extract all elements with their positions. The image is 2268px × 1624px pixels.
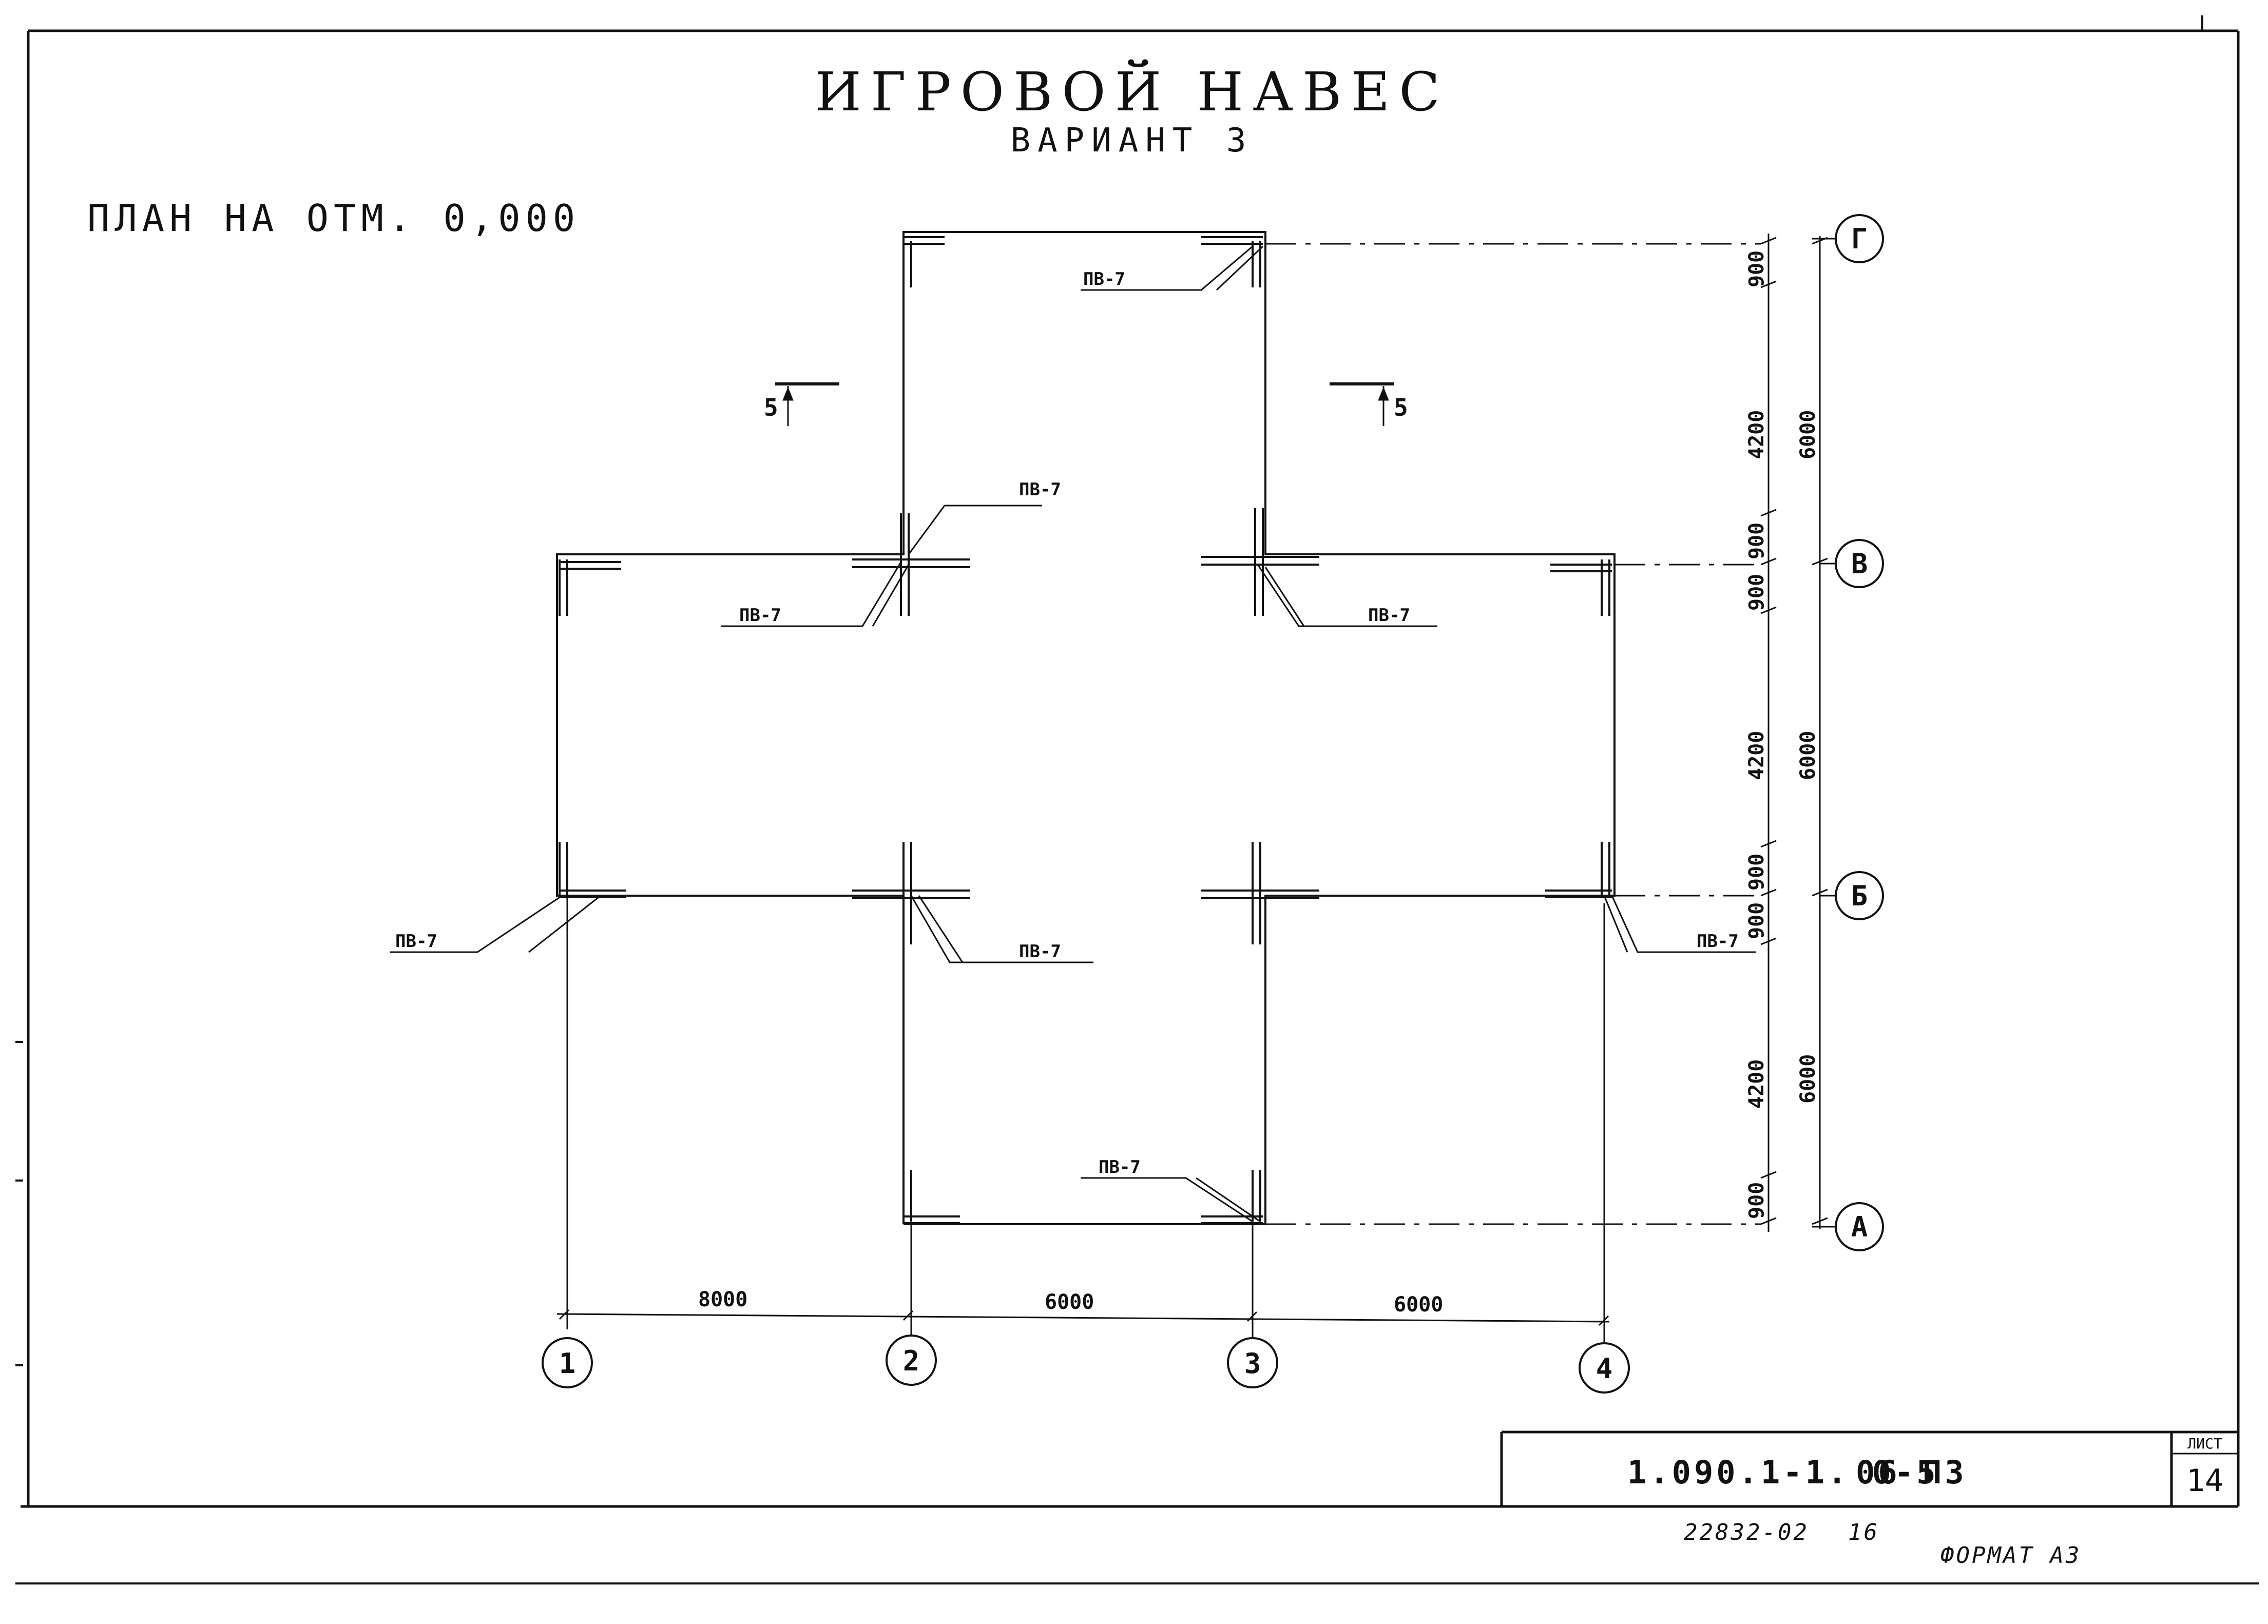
document-code: 1.090.1-1. 0-5 — [1627, 1454, 1939, 1491]
axis-label-2: 2 — [903, 1345, 920, 1377]
section-label-left: 5 — [764, 394, 778, 421]
connection-nodes — [559, 236, 1612, 1224]
node-mark-lower-far-right: ПВ-7 — [1697, 931, 1739, 952]
node-mark-lower-far-left: ПВ-7 — [395, 931, 437, 952]
dim-right-total-2: 6000 — [1796, 731, 1820, 780]
dim-right-total-3: 6000 — [1796, 1054, 1820, 1104]
dim-right-b-900-b: 900 — [1745, 1182, 1769, 1219]
plan-label: ПЛАН НА ОТМ. 0,000 — [87, 197, 580, 240]
dim-bottom-1-2: 8000 — [698, 1288, 747, 1311]
section-marks — [775, 382, 1394, 426]
mark-leaders — [390, 245, 1756, 1223]
node-mark-upper-left-b: ПВ-7 — [739, 605, 781, 626]
dim-right-total-1: 6000 — [1796, 410, 1820, 459]
page-number: 16 — [1848, 1519, 1879, 1545]
node-mark-upper-left-a: ПВ-7 — [1019, 479, 1061, 500]
axis-label-1: 1 — [559, 1347, 576, 1380]
inventory-number: 22832-02 — [1684, 1519, 1809, 1545]
margin-ticks — [15, 1041, 23, 1366]
sheet-number: 14 — [2186, 1463, 2223, 1499]
axis-label-g: Г — [1851, 223, 1868, 255]
dim-right-b-4200: 4200 — [1745, 1059, 1769, 1109]
axis-label-4: 4 — [1596, 1352, 1613, 1385]
axis-label-b: Б — [1851, 880, 1868, 912]
dim-right-b-900-a: 900 — [1745, 902, 1769, 939]
bottom-dimension-line — [556, 1309, 1610, 1326]
title-block — [1500, 1430, 2238, 1506]
format-label: ФОРМАТ А3 — [1940, 1542, 2081, 1569]
node-mark-lower-left: ПВ-7 — [1019, 941, 1061, 962]
document-suffix: 06 ПЗ — [1856, 1454, 1967, 1491]
dim-right-g-4200: 4200 — [1745, 410, 1769, 459]
axis-label-3: 3 — [1244, 1347, 1261, 1380]
right-dimension-lines — [1760, 234, 1838, 1232]
node-mark-bottom: ПВ-7 — [1099, 1157, 1141, 1177]
node-marks: ПВ-7 ПВ-7 ПВ-7 ПВ-7 ПВ-7 ПВ-7 ПВ-7 ПВ-7 — [395, 269, 1739, 1177]
dim-right-v-900-a: 900 — [1745, 574, 1769, 611]
dim-bottom-2-3: 6000 — [1045, 1290, 1094, 1314]
dim-bottom-3-4: 6000 — [1394, 1293, 1443, 1317]
dim-right-g-900-a: 900 — [1745, 250, 1769, 287]
section-label-right: 5 — [1394, 394, 1408, 421]
node-mark-upper-right: ПВ-7 — [1368, 605, 1410, 626]
dim-right-v-4200: 4200 — [1745, 731, 1769, 780]
axis-bubbles-right — [1820, 214, 1884, 1251]
axis-label-a: А — [1851, 1211, 1868, 1243]
axis-bubbles-bottom — [542, 1335, 1630, 1394]
dim-right-g-900-b: 900 — [1745, 523, 1769, 559]
right-dimension-texts: 900 4200 900 900 4200 900 900 4200 900 6… — [1745, 250, 1820, 1219]
sheet-label: ЛИСТ — [2187, 1435, 2222, 1452]
plan-outline — [556, 231, 1761, 1350]
sheet-frame — [15, 15, 2259, 1584]
drawing-subtitle: ВАРИАНТ 3 — [1011, 122, 1254, 160]
dim-right-v-900-b: 900 — [1745, 854, 1769, 891]
drawing-title: ИГРОВОЙ НАВЕС — [815, 59, 1449, 123]
node-mark-top: ПВ-7 — [1083, 269, 1125, 289]
axis-label-v: В — [1851, 548, 1868, 580]
